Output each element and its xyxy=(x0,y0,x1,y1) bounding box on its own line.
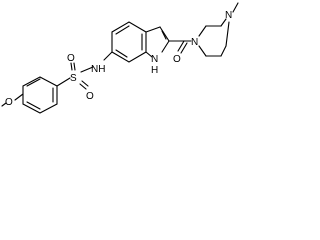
sulfonyl-oxygen-top-label: O xyxy=(67,53,75,64)
bond xyxy=(177,40,185,52)
piperazine-ring xyxy=(198,18,230,57)
indole-benzene-ring xyxy=(111,21,147,63)
indole-pyrrole-ring xyxy=(145,26,170,58)
bond xyxy=(180,42,188,54)
bond xyxy=(1,102,7,107)
methoxy-oxygen-label: O xyxy=(5,97,13,108)
bond xyxy=(56,77,71,87)
sulfonyl-oxygen-bottom-label: O xyxy=(86,91,94,102)
bond xyxy=(73,62,76,71)
piperazine-n1-label: N xyxy=(191,37,198,48)
indole-h-label: H xyxy=(151,65,158,76)
piperazine-n4-label: N xyxy=(225,10,232,21)
bond xyxy=(103,51,113,61)
carbonyl-oxygen-label: O xyxy=(173,54,181,65)
indole-n-label: N xyxy=(151,54,158,65)
structure-drawing: O O S O NH N H O N N xyxy=(1,2,239,114)
bond xyxy=(70,62,73,71)
methoxyphenyl-ring xyxy=(22,76,58,114)
sulfur-label: S xyxy=(70,73,77,84)
bond xyxy=(232,2,239,13)
molecule-diagram: O O S O NH N H O N N xyxy=(0,0,239,116)
sulfonamide-nh-label: NH xyxy=(91,64,105,75)
bond xyxy=(79,83,87,90)
bond xyxy=(80,66,94,73)
bond xyxy=(81,80,89,87)
bond xyxy=(14,93,24,101)
